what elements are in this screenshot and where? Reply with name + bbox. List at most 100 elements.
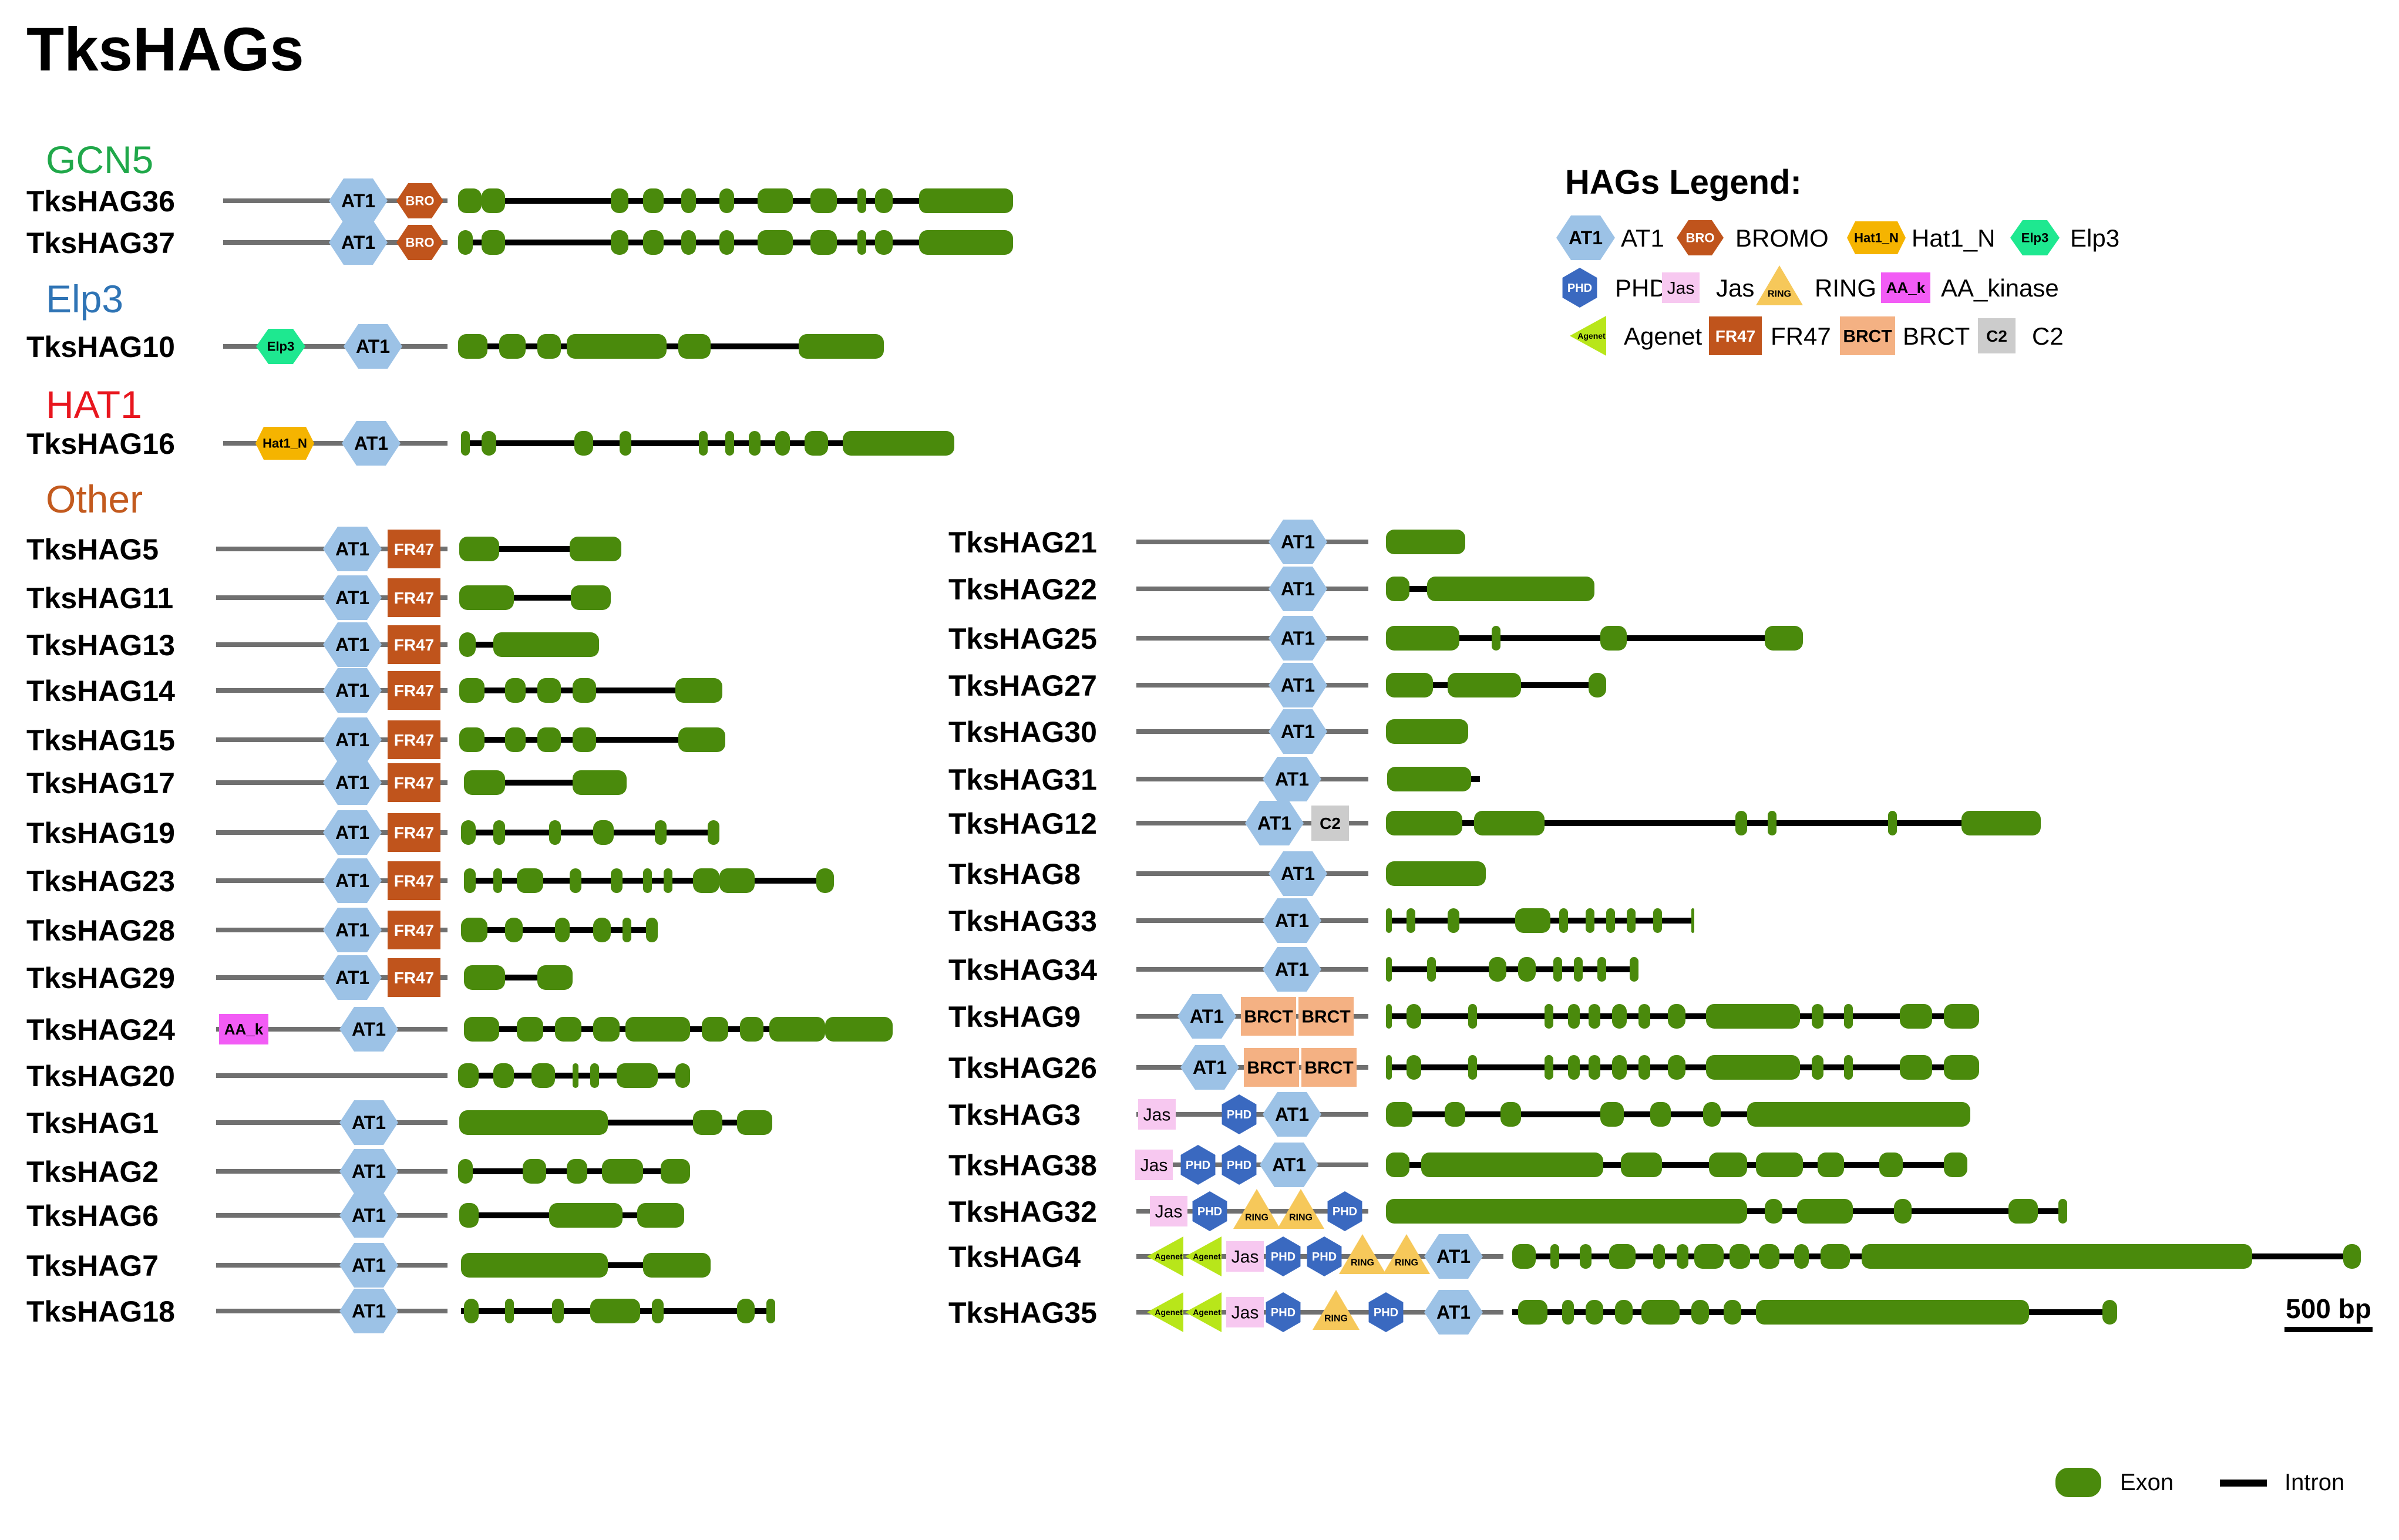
exon [1765,1199,1782,1224]
exon [505,727,526,752]
domain-label: BRCT [1301,1007,1350,1027]
exon [1638,1004,1650,1029]
fr47-shape [388,578,440,617]
gene-name: TksHAG3 [948,1098,1081,1131]
domain-label: FR47 [1715,327,1755,345]
agenet-shape [1185,1292,1222,1332]
at1-shape [1177,994,1236,1039]
domain-label: Hat1_N [263,436,307,451]
domain-label: PHD [1186,1159,1210,1172]
exon [458,230,473,255]
domain-brct: BRCT [1298,997,1354,1036]
at1-shape [323,622,382,667]
protein-line [1136,777,1368,781]
exon [1812,1004,1823,1029]
exon [593,1017,620,1042]
domain-fr47: FR47 [388,813,440,852]
exon [719,230,734,255]
domain-at1: AT1 [1263,1092,1321,1137]
bromo-shape [1677,220,1724,255]
exon [1694,1244,1724,1269]
domain-agenet: Agenet [1147,1292,1183,1332]
at1-shape [323,575,382,620]
at1-shape [1269,520,1327,564]
legend-agenet-glyph: Agenet [1570,316,1606,356]
ring-shape [1383,1234,1430,1274]
exon [555,918,570,942]
exon [1812,1055,1823,1080]
exon [1597,957,1606,982]
exon [555,1017,581,1042]
at1-shape [323,858,382,903]
domain-jas: Jas [1150,1196,1187,1226]
exon [737,1110,772,1135]
gene-name: TksHAG12 [948,807,1097,840]
domain-label: AT1 [1272,1154,1306,1175]
exon [1586,908,1594,933]
intron-line [458,198,1013,204]
jas-shape [1226,1241,1264,1272]
exon [1944,1055,1979,1080]
domain-label: AT1 [1193,1057,1227,1078]
exon [1600,1102,1624,1127]
domain-label: Jas [1232,1248,1259,1267]
exon [593,820,614,845]
exon [857,188,866,213]
exon [693,1110,722,1135]
exon [611,188,628,213]
legend-at1-label: AT1 [1621,224,1664,252]
protein-line [1136,683,1368,688]
exon [643,868,652,893]
exon [693,868,719,893]
exon [1668,1055,1685,1080]
gene-name: TksHAG28 [26,914,175,947]
gene-name: TksHAG15 [26,724,175,757]
exon [574,431,593,456]
at1-shape [1263,947,1321,992]
protein-line [216,1309,448,1313]
exon [1562,1300,1574,1325]
domain-label: AT1 [352,1255,386,1276]
domain-at1: AT1 [1269,851,1327,896]
at1-shape [323,760,382,805]
exon [570,537,621,561]
domain-label: BRO [406,194,435,208]
legend-at1-glyph: AT1 [1556,215,1615,260]
domain-at1: AT1 [1269,616,1327,661]
exon [1550,1244,1559,1269]
domain-c2: C2 [1311,806,1349,841]
domain-at1: AT1 [1424,1290,1483,1335]
exon [459,537,499,561]
exon [1553,957,1562,982]
agenet-shape [1147,1236,1183,1276]
exon [1448,908,1459,933]
gene-name: TksHAG6 [26,1199,159,1232]
domain-at1: AT1 [1263,757,1321,801]
gene-name: TksHAG9 [948,1000,1081,1033]
exon [1448,673,1521,697]
at1-shape [339,1193,398,1238]
exon [1512,1244,1536,1269]
exon [737,1299,755,1323]
domain-label: PHD [1197,1205,1222,1218]
gene-name: TksHAG18 [26,1295,175,1328]
exon [769,1017,825,1042]
exon [567,1159,587,1184]
domain-label: FR47 [394,540,434,558]
domain-brct: BRCT [1241,997,1296,1036]
protein-line [1136,918,1368,923]
domain-label: AT1 [1436,1246,1471,1267]
exon [493,1063,514,1088]
exon [1568,1004,1580,1029]
domain-label: Jas [1667,279,1695,298]
exon [611,230,628,255]
domain-label: Hat1_N [1854,231,1899,245]
